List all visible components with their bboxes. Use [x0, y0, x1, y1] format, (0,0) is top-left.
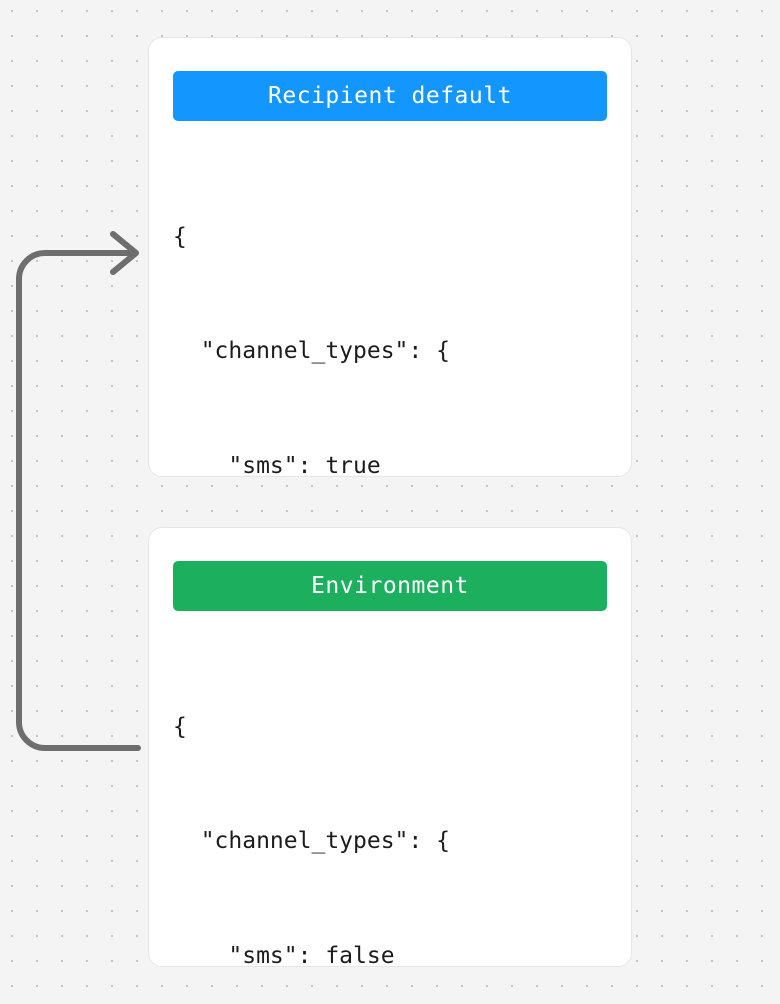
badge-environment: Environment — [173, 561, 607, 611]
code-line: "channel_types": { — [173, 338, 450, 365]
badge-recipient-default: Recipient default — [173, 71, 607, 121]
code-line: "channel_types": { — [173, 828, 450, 855]
override-arrow-head-icon — [110, 231, 139, 275]
override-arrow-path — [16, 250, 141, 751]
code-line: { — [173, 223, 187, 250]
card-recipient-default: Recipient default { "channel_types": { "… — [148, 37, 632, 939]
code-block-environment: { "channel_types": { "sms": false }, "ca… — [173, 631, 607, 1004]
code-line: { — [173, 713, 187, 740]
code-line: "sms": true — [173, 453, 381, 480]
code-line: "sms": false — [173, 943, 395, 970]
card-environment: Environment { "channel_types": { "sms": … — [148, 527, 632, 969]
